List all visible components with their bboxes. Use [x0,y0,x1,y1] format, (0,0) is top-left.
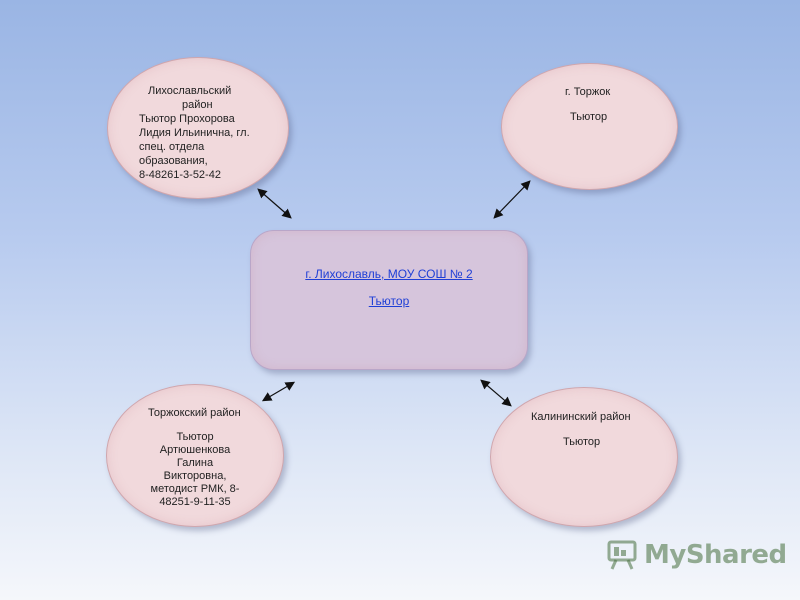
myshared-logo: MyShared [606,538,787,572]
node-line: образования, [139,155,208,167]
node-subtitle: Тьютор [570,111,608,123]
node-line: 48251-9-11-35 [159,496,231,508]
arrow-top-right [493,180,531,219]
node-torzhok-city: г. Торжок Тьютор [501,63,678,190]
center-title-link[interactable]: г. Лихославль, МОУ СОШ № 2 [305,267,473,281]
node-line: район [182,99,213,111]
node-line: Артюшенкова [159,444,231,456]
center-subtitle-link[interactable]: Тьютор [368,294,410,308]
node-title: Калининский район [531,411,631,423]
node-line: Лихославльский [148,85,232,97]
node-line: 8-48261-3-52-42 [139,169,221,181]
node-kalinin-district: Калининский район Тьютор [490,387,678,527]
node-subtitle: Тьютор [563,436,601,448]
node-lihoslavl-district: Лихославльский район Тьютор Прохорова Ли… [107,57,289,199]
watermark-text: MyShared [644,540,787,570]
node-line: Викторовна, [163,470,227,482]
node-title: г. Торжок [565,86,611,98]
node-line: Тьютор [176,431,214,443]
arrow-bottom-left [261,381,296,402]
arrow-top-left [257,188,292,219]
node-line: Тьютор Прохорова [139,113,235,125]
node-line: Лидия Ильинична, гл. [139,127,250,139]
node-line: Галина [176,457,214,469]
node-line: методист РМК, 8- [150,483,240,495]
arrow-bottom-right [480,379,512,407]
center-node: г. Лихославль, МОУ СОШ № 2 Тьютор [250,230,528,370]
node-torzhok-district: Торжокский район Тьютор Артюшенкова Гали… [106,384,284,527]
node-title: Торжокский район [148,407,241,419]
presentation-board-icon [607,540,637,570]
node-line: спец. отдела [139,141,205,153]
